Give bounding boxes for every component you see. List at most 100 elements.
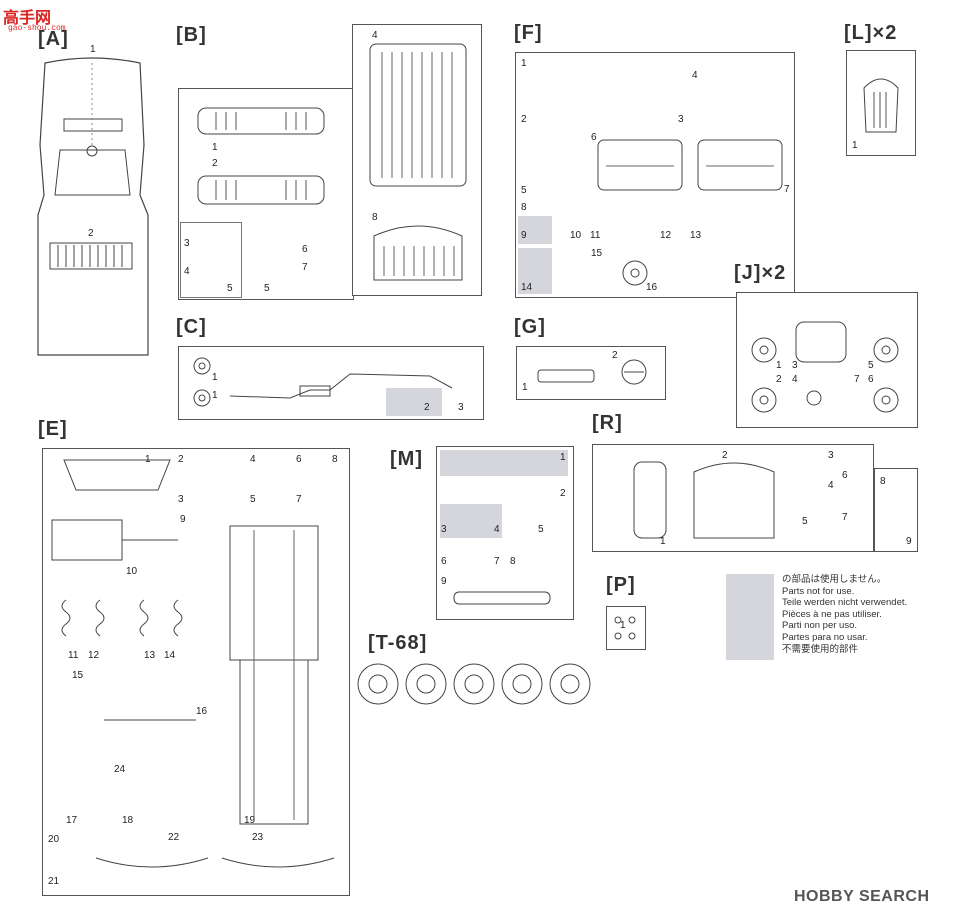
legend-text: の部品は使用しません。 Parts not for use. Teile wer… — [782, 574, 907, 655]
section-label-r: [R] — [592, 412, 623, 434]
section-label-l: [L]×2 — [844, 22, 898, 44]
part-number: 2 — [178, 454, 184, 465]
part-number: 1 — [776, 360, 782, 371]
part-number: 8 — [880, 476, 886, 487]
section-label-j: [J]×2 — [734, 262, 787, 284]
unused-part-m1 — [440, 450, 568, 476]
part-number: 17 — [66, 815, 78, 826]
part-number: 1 — [522, 382, 528, 393]
hobby-search-watermark: HOBBY SEARCH — [794, 888, 930, 905]
unused-part-9 — [518, 216, 552, 244]
legend-line: Parti non per uso. — [782, 620, 857, 632]
light-lens-part — [614, 616, 636, 640]
part-number: 5 — [538, 524, 544, 535]
part-number: 1 — [212, 372, 218, 383]
sprue-g — [516, 346, 666, 400]
sprue-l — [846, 50, 916, 156]
part-number: 3 — [792, 360, 798, 371]
part-number: 1 — [212, 390, 218, 401]
grille-part — [197, 175, 325, 205]
sprue-r — [592, 444, 874, 552]
unused-part-c2 — [386, 388, 442, 416]
part-number: 5 — [802, 516, 808, 527]
part-number: 8 — [521, 202, 527, 213]
section-label-e: [E] — [38, 418, 68, 440]
unused-parts-swatch — [726, 574, 774, 660]
part-number: 7 — [854, 374, 860, 385]
exhaust-pipe-part — [193, 357, 453, 407]
dashboard-part — [537, 359, 647, 385]
part-number: 5 — [868, 360, 874, 371]
part-number: 6 — [296, 454, 302, 465]
part-number: 9 — [521, 230, 527, 241]
part-number: 3 — [178, 494, 184, 505]
section-label-b: [B] — [176, 24, 207, 46]
sprue-b-sub — [180, 222, 242, 298]
part-number: 1 — [212, 142, 218, 153]
section-label-f: [F] — [514, 22, 543, 44]
section-label-m: [M] — [390, 448, 423, 470]
part-number: 15 — [591, 248, 603, 259]
part-number: 1 — [560, 452, 566, 463]
part-number: 3 — [458, 402, 464, 413]
part-number: 2 — [424, 402, 430, 413]
part-number: 2 — [521, 114, 527, 125]
sprue-f — [515, 52, 795, 298]
tires-part — [357, 663, 591, 705]
part-number: 14 — [164, 650, 176, 661]
part-number: 11 — [68, 650, 79, 661]
part-number: 16 — [196, 706, 208, 717]
unused-part-m3-4 — [440, 504, 502, 538]
engine-transmission-part — [51, 519, 178, 561]
legend-line: Parts not for use. — [782, 585, 855, 597]
part-number: 4 — [692, 70, 698, 81]
part-number: 13 — [690, 230, 702, 241]
part-number: 7 — [494, 556, 500, 567]
leaf-spring-part — [95, 857, 335, 868]
part-number: 9 — [906, 536, 912, 547]
part-number: 13 — [144, 650, 156, 661]
door-panel-part — [597, 139, 783, 191]
part-number: 2 — [722, 450, 728, 461]
part-number: 12 — [88, 650, 100, 661]
window-glass-part — [633, 461, 775, 539]
legend-line: Partes para no usar. — [782, 631, 868, 643]
part-number: 6 — [842, 470, 848, 481]
part-number: 3 — [441, 524, 447, 535]
part-number: 5 — [264, 283, 270, 294]
part-number: 2 — [212, 158, 218, 169]
part-number: 21 — [48, 876, 60, 887]
unused-part-14 — [518, 248, 552, 294]
part-number: 18 — [122, 815, 134, 826]
part-number: 2 — [612, 350, 618, 361]
part-number: 6 — [868, 374, 874, 385]
sprue-a-cab-diagram — [37, 57, 149, 356]
part-number: 1 — [620, 620, 626, 631]
sprue-j — [736, 292, 918, 428]
part-number: 20 — [48, 834, 60, 845]
chassis-frame-part — [229, 525, 319, 825]
part-number: 19 — [244, 815, 256, 826]
wheel-part — [751, 321, 899, 413]
part-number: 3 — [184, 238, 190, 249]
part-number: 12 — [660, 230, 672, 241]
part-number: 15 — [72, 670, 84, 681]
driveshaft-part — [104, 719, 196, 721]
part-number: 7 — [842, 512, 848, 523]
section-label-a: [A] — [38, 28, 69, 50]
steering-wheel-part — [622, 260, 648, 286]
part-number: 4 — [372, 30, 378, 41]
part-number: 1 — [145, 454, 151, 465]
part-number: 1 — [90, 44, 96, 55]
part-number: 2 — [560, 488, 566, 499]
part-number: 24 — [114, 764, 126, 775]
part-number: 14 — [521, 282, 533, 293]
part-number: 22 — [168, 832, 180, 843]
part-number: 23 — [252, 832, 264, 843]
part-number: 9 — [441, 576, 447, 587]
part-number: 4 — [828, 480, 834, 491]
legend-line: Teile werden nicht verwendet. — [782, 597, 908, 609]
site-logo-url: gao-shou.com — [8, 24, 66, 33]
section-label-c: [C] — [176, 316, 207, 338]
part-number: 2 — [776, 374, 782, 385]
